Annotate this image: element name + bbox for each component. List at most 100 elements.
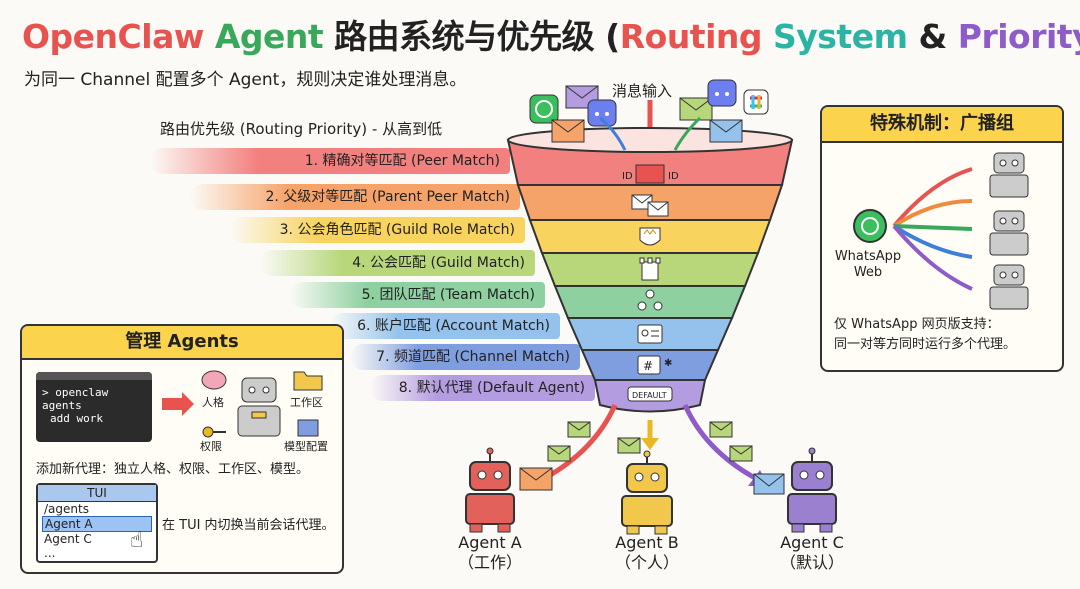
broadcast-arrow bbox=[892, 224, 973, 259]
robot-icon bbox=[989, 152, 1029, 198]
priority-level-5: 5. 团队匹配 (Team Match) bbox=[290, 282, 545, 308]
folder-icon bbox=[293, 371, 323, 391]
envelope-icon bbox=[547, 445, 571, 462]
envelope-icon bbox=[679, 97, 713, 121]
title-part-openclaw: OpenClaw bbox=[22, 17, 204, 56]
agent-b-robot-icon bbox=[621, 450, 673, 535]
switch-agent-description: 在 TUI 内切换当前会话代理。 bbox=[162, 518, 335, 533]
whatsapp-icon bbox=[853, 209, 887, 243]
whatsapp-web-line-1: WhatsApp bbox=[834, 249, 902, 264]
tui-row[interactable]: Agent C bbox=[44, 532, 92, 546]
envelope-icon bbox=[551, 119, 585, 143]
incoming-arrow bbox=[673, 116, 702, 151]
priority-level-7: 7. 频道匹配 (Channel Match) bbox=[350, 344, 580, 370]
agent-c-robot-icon bbox=[787, 447, 837, 533]
id-text-right: ID bbox=[668, 171, 679, 182]
broadcast-note-line-1: 仅 WhatsApp 网页版支持： bbox=[834, 317, 1000, 332]
whatsapp-web-line-2: Web bbox=[853, 265, 883, 280]
priority-level-6: 6. 账户匹配 (Account Match) bbox=[330, 313, 560, 339]
id-text-left: ID bbox=[622, 171, 633, 182]
terminal-line-1: > openclaw agents bbox=[42, 386, 109, 412]
key-icon bbox=[202, 426, 226, 438]
agent-a-robot-icon bbox=[465, 447, 515, 533]
model-config-label: 模型配置 bbox=[284, 440, 328, 453]
whatsapp-web-label: WhatsApp Web bbox=[832, 249, 904, 281]
title-part-main: 路由系统与优先级 ( bbox=[334, 17, 620, 56]
envelope-icon bbox=[753, 473, 785, 495]
title-part-routing: Routing bbox=[619, 17, 763, 56]
robot-icon bbox=[237, 377, 281, 437]
funnel-rim bbox=[507, 127, 793, 153]
chip-icon bbox=[297, 419, 319, 437]
team-icon bbox=[637, 289, 663, 311]
agent-b-label: Agent B （个人） bbox=[607, 533, 687, 573]
broadcast-arrow bbox=[892, 199, 973, 228]
crown-shield-icon bbox=[639, 227, 661, 246]
manage-agents-title: 管理 Agents bbox=[22, 326, 342, 360]
tui-row[interactable]: ... bbox=[44, 546, 56, 560]
output-arrow-agent-a bbox=[543, 403, 618, 481]
discord-icon bbox=[587, 99, 617, 127]
priority-level-3: 3. 公会角色匹配 (Guild Role Match) bbox=[230, 217, 525, 243]
castle-icon bbox=[639, 257, 661, 281]
broadcast-arrow bbox=[892, 224, 973, 291]
title-part-priority: Priority bbox=[957, 17, 1080, 56]
envelope-icon bbox=[729, 445, 753, 462]
agent-config-graphic bbox=[162, 370, 323, 438]
priority-level-2: 2. 父级对等匹配 (Parent Peer Match) bbox=[190, 184, 520, 210]
default-stamp-icon: DEFAULT bbox=[627, 386, 673, 402]
envelope-icon bbox=[617, 437, 641, 454]
agent-b-role: （个人） bbox=[614, 553, 679, 572]
workspace-label: 工作区 bbox=[290, 396, 323, 409]
svg-text:#: # bbox=[643, 359, 653, 373]
broadcast-arrow bbox=[892, 167, 973, 228]
svg-text:✱: ✱ bbox=[664, 358, 672, 369]
id-puzzle-icon: ID ID bbox=[622, 164, 679, 184]
agent-a-label: Agent A （工作） bbox=[450, 533, 530, 573]
agent-c-role: （默认） bbox=[779, 553, 844, 572]
id-card-icon bbox=[637, 324, 663, 344]
terminal-window: > openclaw agents add work bbox=[36, 372, 152, 442]
right-arrow-icon bbox=[162, 392, 194, 416]
envelopes-icon bbox=[631, 194, 669, 217]
agent-a-name: Agent A bbox=[458, 533, 522, 552]
output-arrow-agent-c bbox=[682, 403, 757, 481]
hand-cursor-icon: ☝ bbox=[130, 528, 144, 553]
default-stamp-text: DEFAULT bbox=[632, 391, 667, 400]
tui-row-selected[interactable]: Agent A bbox=[42, 516, 152, 532]
robot-icon bbox=[989, 264, 1029, 310]
robot-icon bbox=[989, 210, 1029, 256]
terminal-titlebar bbox=[36, 372, 152, 380]
add-agent-description: 添加新代理：独立人格、权限、工作区、模型。 bbox=[36, 462, 310, 477]
page-title: OpenClaw Agent 路由系统与优先级 (Routing System … bbox=[22, 10, 1080, 58]
output-arrow-head bbox=[641, 438, 659, 450]
tui-window: TUI /agents Agent A Agent C ... bbox=[36, 483, 158, 563]
whatsapp-icon bbox=[529, 94, 559, 124]
title-part-system: System bbox=[773, 17, 908, 56]
broadcast-graphic bbox=[853, 152, 1029, 310]
priority-level-1: 1. 精确对等匹配 (Peer Match) bbox=[150, 148, 510, 174]
agent-c-label: Agent C （默认） bbox=[772, 533, 852, 573]
terminal-line-2: add work bbox=[50, 412, 103, 425]
broadcast-note-line-2: 同一对等方同时运行多个代理。 bbox=[834, 337, 1017, 352]
incoming-arrow bbox=[599, 116, 627, 151]
persona-label: 人格 bbox=[202, 396, 224, 409]
tui-row[interactable]: /agents bbox=[44, 502, 89, 516]
tui-title: TUI bbox=[38, 485, 156, 502]
broadcast-note: 仅 WhatsApp 网页版支持： 同一对等方同时运行多个代理。 bbox=[834, 315, 1016, 355]
envelope-icon bbox=[709, 421, 733, 438]
envelope-icon bbox=[567, 421, 591, 438]
manage-agents-panel: 管理 Agents > openclaw agents add work 人格 … bbox=[20, 324, 344, 574]
priority-level-8: 8. 默认代理 (Default Agent) bbox=[370, 375, 595, 401]
agent-c-name: Agent C bbox=[780, 533, 844, 552]
priority-level-4: 4. 公会匹配 (Guild Match) bbox=[260, 250, 535, 276]
brain-icon bbox=[201, 370, 227, 390]
message-input-label: 消息输入 bbox=[612, 82, 673, 100]
priority-heading: 路由优先级 (Routing Priority) - 从高到低 bbox=[160, 120, 443, 138]
subtitle: 为同一 Channel 配置多个 Agent，规则决定谁处理消息。 bbox=[24, 70, 467, 90]
slack-icon bbox=[743, 89, 769, 115]
envelope-icon bbox=[709, 119, 743, 143]
agent-a-role: （工作） bbox=[457, 553, 522, 572]
discord-icon bbox=[707, 79, 737, 107]
